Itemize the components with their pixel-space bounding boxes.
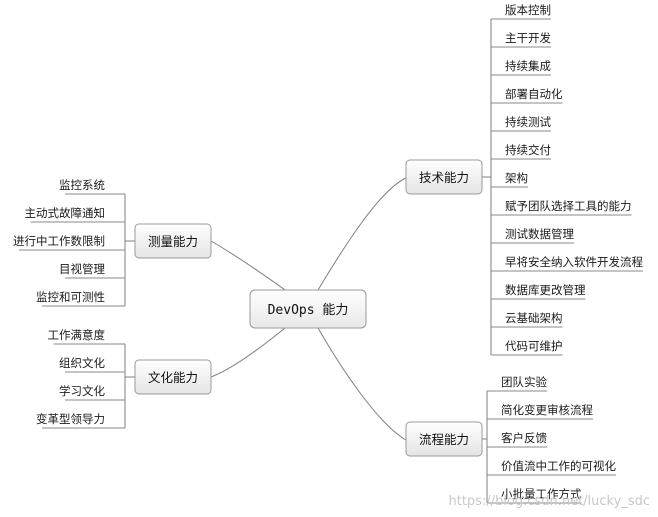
leaf-label: 架构 xyxy=(505,171,528,185)
leaf-tech-6[interactable]: 架构 xyxy=(491,171,528,188)
leaf-process-1[interactable]: 简化变更审核流程 xyxy=(487,403,593,420)
leaf-tech-0[interactable]: 版本控制 xyxy=(491,3,551,20)
leaf-label: 持续测试 xyxy=(505,115,551,129)
watermark-text: https://blog.csdn.net/lucky_sdc xyxy=(448,494,651,509)
leaf-tech-10[interactable]: 数据库更改管理 xyxy=(491,283,586,300)
leaf-tech-2[interactable]: 持续集成 xyxy=(491,59,551,76)
leaf-culture-0[interactable]: 工作满意度 xyxy=(48,328,126,345)
connector-center-tech xyxy=(317,177,407,291)
leaf-process-4[interactable]: 小批量工作方式 xyxy=(487,487,582,504)
leaf-tech-12[interactable]: 代码可维护 xyxy=(491,339,563,356)
leaf-layer: 版本控制主干开发持续集成部署自动化持续测试持续交付架构赋予团队选择工具的能力测试… xyxy=(13,3,643,504)
leaf-label: 价值流中工作的可视化 xyxy=(501,459,616,473)
leaf-culture-1[interactable]: 组织文化 xyxy=(59,356,125,373)
branch-label-culture: 文化能力 xyxy=(148,370,198,385)
leaf-process-0[interactable]: 团队实验 xyxy=(487,375,547,392)
connector-center-measure xyxy=(210,240,286,291)
leaf-process-3[interactable]: 价值流中工作的可视化 xyxy=(487,459,616,476)
leaf-culture-2[interactable]: 学习文化 xyxy=(59,384,125,401)
leaf-label: 变革型领导力 xyxy=(36,412,105,426)
leaf-label: 目视管理 xyxy=(59,262,105,276)
leaf-label: 监控和可测性 xyxy=(36,290,105,304)
leaf-label: 持续交付 xyxy=(505,143,551,157)
branch-node-tech[interactable]: 技术能力 xyxy=(405,159,483,195)
branch-label-process: 流程能力 xyxy=(419,432,469,447)
leaf-label: 持续集成 xyxy=(505,59,551,73)
leaf-label: 云基础架构 xyxy=(505,311,563,325)
leaf-label: 学习文化 xyxy=(59,384,105,398)
branch-node-measure[interactable]: 测量能力 xyxy=(134,223,212,259)
leaf-label: 测试数据管理 xyxy=(505,227,574,241)
leaf-label: 版本控制 xyxy=(505,3,551,17)
leaf-measure-0[interactable]: 监控系统 xyxy=(59,178,125,195)
leaf-label: 工作满意度 xyxy=(48,328,106,342)
leaf-label: 进行中工作数限制 xyxy=(13,234,105,248)
leaf-label: 主干开发 xyxy=(505,31,551,45)
leaf-label: 客户反馈 xyxy=(501,431,547,445)
leaf-tech-8[interactable]: 测试数据管理 xyxy=(491,227,574,244)
node-layer: DevOps 能力 技术能力 测量能力 文化能力 流程能力 xyxy=(134,159,483,457)
connector-trunk-measure xyxy=(124,194,135,306)
branch-label-tech: 技术能力 xyxy=(419,170,469,185)
leaf-measure-2[interactable]: 进行中工作数限制 xyxy=(13,234,125,251)
connector-center-culture xyxy=(210,327,286,378)
leaf-measure-4[interactable]: 监控和可测性 xyxy=(36,290,125,307)
leaf-tech-11[interactable]: 云基础架构 xyxy=(491,311,563,328)
leaf-label: 赋予团队选择工具的能力 xyxy=(505,199,632,213)
connector-trunk-process xyxy=(482,391,488,503)
leaf-measure-3[interactable]: 目视管理 xyxy=(59,262,125,279)
connector-center-process xyxy=(317,327,407,441)
leaf-tech-7[interactable]: 赋予团队选择工具的能力 xyxy=(491,199,632,216)
leaf-label: 主动式故障通知 xyxy=(25,206,106,220)
branch-node-process[interactable]: 流程能力 xyxy=(405,421,483,457)
connector-trunk-tech xyxy=(482,19,492,355)
leaf-tech-4[interactable]: 持续测试 xyxy=(491,115,551,132)
leaf-tech-3[interactable]: 部署自动化 xyxy=(491,87,563,104)
center-node-label: DevOps 能力 xyxy=(268,303,349,318)
leaf-tech-5[interactable]: 持续交付 xyxy=(491,143,551,160)
leaf-label: 数据库更改管理 xyxy=(505,283,586,297)
leaf-label: 组织文化 xyxy=(59,356,105,370)
center-node[interactable]: DevOps 能力 xyxy=(249,289,367,329)
branch-label-measure: 测量能力 xyxy=(148,234,198,249)
leaf-label: 团队实验 xyxy=(501,375,547,389)
leaf-label: 简化变更审核流程 xyxy=(501,403,593,417)
connector-trunk-culture xyxy=(124,344,135,428)
leaf-measure-1[interactable]: 主动式故障通知 xyxy=(25,206,126,223)
leaf-label: 早将安全纳入软件开发流程 xyxy=(505,255,643,269)
leaf-tech-9[interactable]: 早将安全纳入软件开发流程 xyxy=(491,255,643,272)
leaf-label: 小批量工作方式 xyxy=(501,487,582,501)
leaf-label: 监控系统 xyxy=(59,178,105,192)
branch-node-culture[interactable]: 文化能力 xyxy=(134,359,212,395)
leaf-tech-1[interactable]: 主干开发 xyxy=(491,31,551,48)
leaf-process-2[interactable]: 客户反馈 xyxy=(487,431,547,448)
leaf-label: 部署自动化 xyxy=(505,87,563,101)
leaf-culture-3[interactable]: 变革型领导力 xyxy=(36,412,125,429)
leaf-label: 代码可维护 xyxy=(505,339,563,353)
